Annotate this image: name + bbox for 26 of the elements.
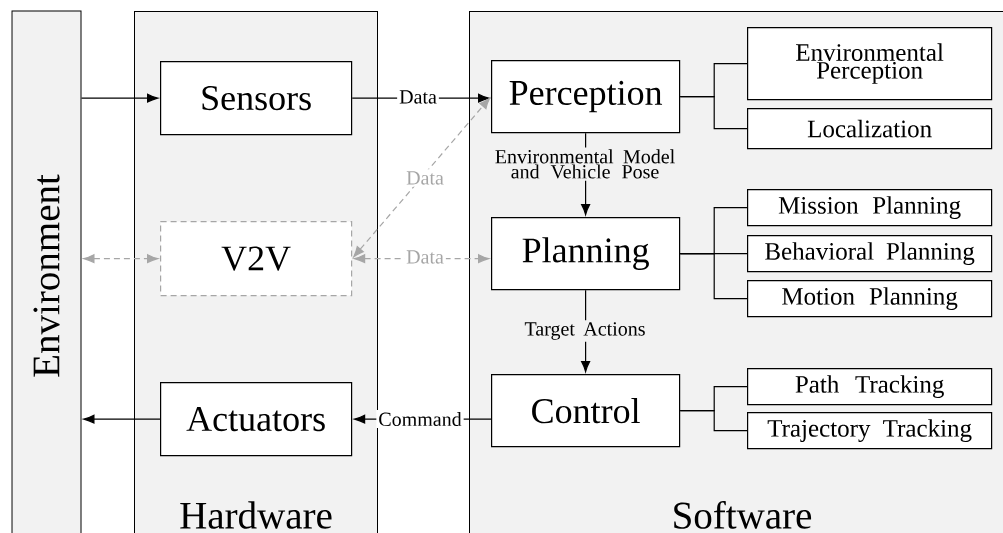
module-box: Control xyxy=(491,374,681,448)
module-box: Perception xyxy=(491,60,681,134)
arrow xyxy=(581,289,591,373)
module-box: Sensors xyxy=(160,61,353,136)
edge-label: Data xyxy=(397,88,439,106)
submodule-box: Localization xyxy=(747,108,993,150)
submodule-box: Environmental Perception xyxy=(747,27,993,101)
module-box: Actuators xyxy=(160,382,353,457)
arrow xyxy=(354,254,490,264)
arrow xyxy=(83,414,161,424)
arrow xyxy=(80,93,159,103)
submodule-box: Behavioral Planning xyxy=(747,235,993,273)
module-box: Planning xyxy=(491,217,681,291)
submodule-box: Mission Planning xyxy=(747,189,993,227)
environment-panel: Environment xyxy=(11,10,82,533)
dashed-box: V2V xyxy=(160,221,353,297)
edge-label: Command xyxy=(376,409,464,429)
arrow xyxy=(353,97,491,258)
edge-label: Data xyxy=(404,248,446,266)
edge-label: Data xyxy=(404,169,446,187)
submodule-box: Trajectory Tracking xyxy=(747,412,993,450)
edge-label: Environmental Model and Vehicle Pose xyxy=(483,147,687,181)
submodule-box: Motion Planning xyxy=(747,280,993,318)
submodule-box: Path Tracking xyxy=(747,368,993,406)
edge-label: Target Actions xyxy=(522,320,648,342)
arrow xyxy=(83,254,159,264)
